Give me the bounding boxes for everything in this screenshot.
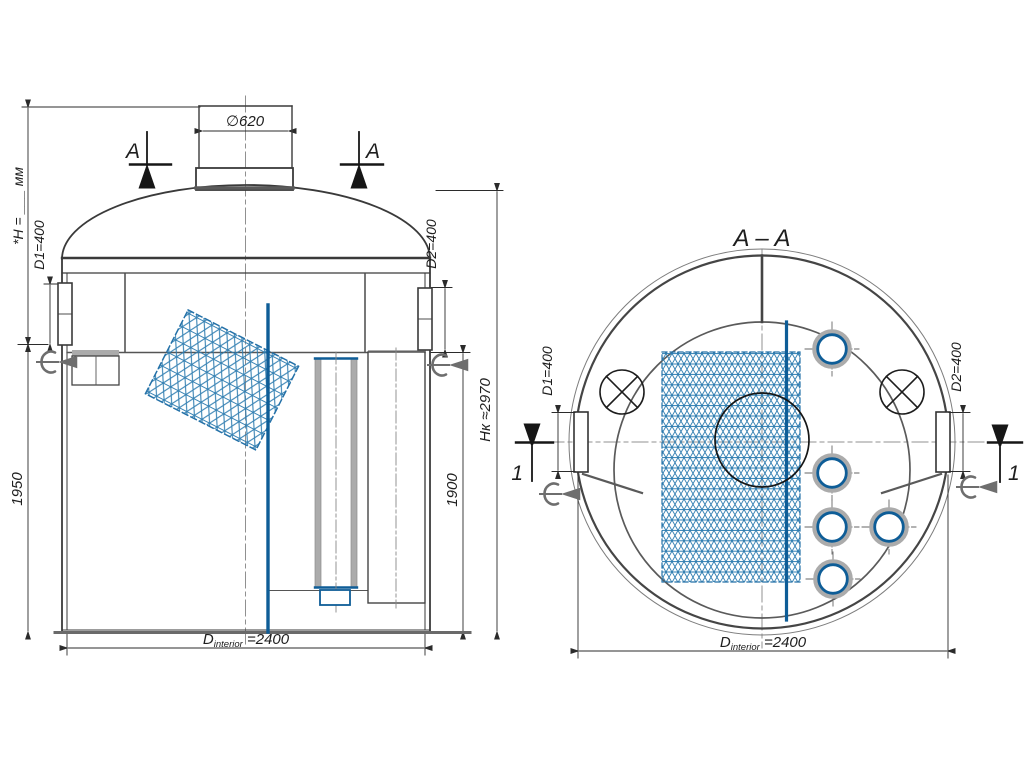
side-view: A A ∅620 *H = ___ мм D1=400 D2=400 1950 … [9, 95, 504, 656]
tank-internals [66, 273, 426, 613]
manhole-neck [194, 105, 295, 191]
plan-view: A – A [511, 225, 1024, 659]
dim-d-interior-plan: Dinterior =2400 [720, 634, 807, 653]
flow-direction-icon [957, 477, 978, 498]
center-pipe-column [313, 351, 359, 613]
dim-d-interior-side: Dinterior =2400 [203, 631, 290, 650]
detail-marker-1-right: 1 [986, 424, 1024, 485]
coalescing-filter-side [144, 308, 300, 452]
dim-1950: 1950 [9, 472, 26, 506]
detail-marker-1-left: 1 [511, 423, 555, 485]
dim-d2-side: D2=400 [423, 219, 439, 269]
pipe-port [805, 500, 859, 554]
weir-diagonal-left [581, 472, 644, 495]
right-pipe-column [367, 347, 426, 609]
pipe-port [806, 552, 860, 606]
plan-flange-d2 [935, 411, 951, 473]
weir-diagonal-right [880, 472, 943, 495]
dim-d1-plan: D1=400 [539, 346, 555, 396]
dim-total-height: Hк ≈2970 [477, 378, 494, 442]
plan-flanges [573, 411, 951, 473]
detail-label: 1 [511, 462, 523, 485]
flow-direction-icon [428, 355, 449, 376]
dim-d2-plan: D2=400 [948, 342, 964, 392]
detail-label: 1 [1008, 462, 1020, 485]
nozzles [57, 282, 433, 351]
dim-d1-side: D1=400 [31, 220, 47, 270]
plan-title: A – A [732, 225, 791, 252]
manhole-circle [714, 392, 810, 488]
section-marker-a-left: A [124, 131, 173, 189]
tank-head-arc [61, 184, 431, 260]
flow-direction-icon [540, 484, 561, 505]
plan-dimension-lines [551, 404, 971, 659]
dim-neck-diameter: ∅620 [226, 113, 265, 130]
pipe-ports [805, 322, 916, 606]
lifting-lug-left [599, 369, 645, 415]
section-label: A [124, 140, 140, 163]
side-dimension-lines [17, 99, 504, 656]
section-label: A [364, 140, 380, 163]
section-marker-a-right: A [339, 131, 385, 189]
inlet-box [71, 350, 120, 386]
dim-height-note: *H = ___ мм [10, 167, 26, 245]
pipe-port [805, 322, 859, 376]
pipe-port [862, 500, 916, 554]
dim-1900: 1900 [444, 473, 461, 507]
pipe-port [805, 446, 859, 500]
plan-flange-d1 [573, 411, 589, 473]
lifting-lug-right [879, 369, 925, 415]
flow-direction-icon [37, 352, 58, 373]
coalescing-filter-plan [661, 351, 801, 583]
